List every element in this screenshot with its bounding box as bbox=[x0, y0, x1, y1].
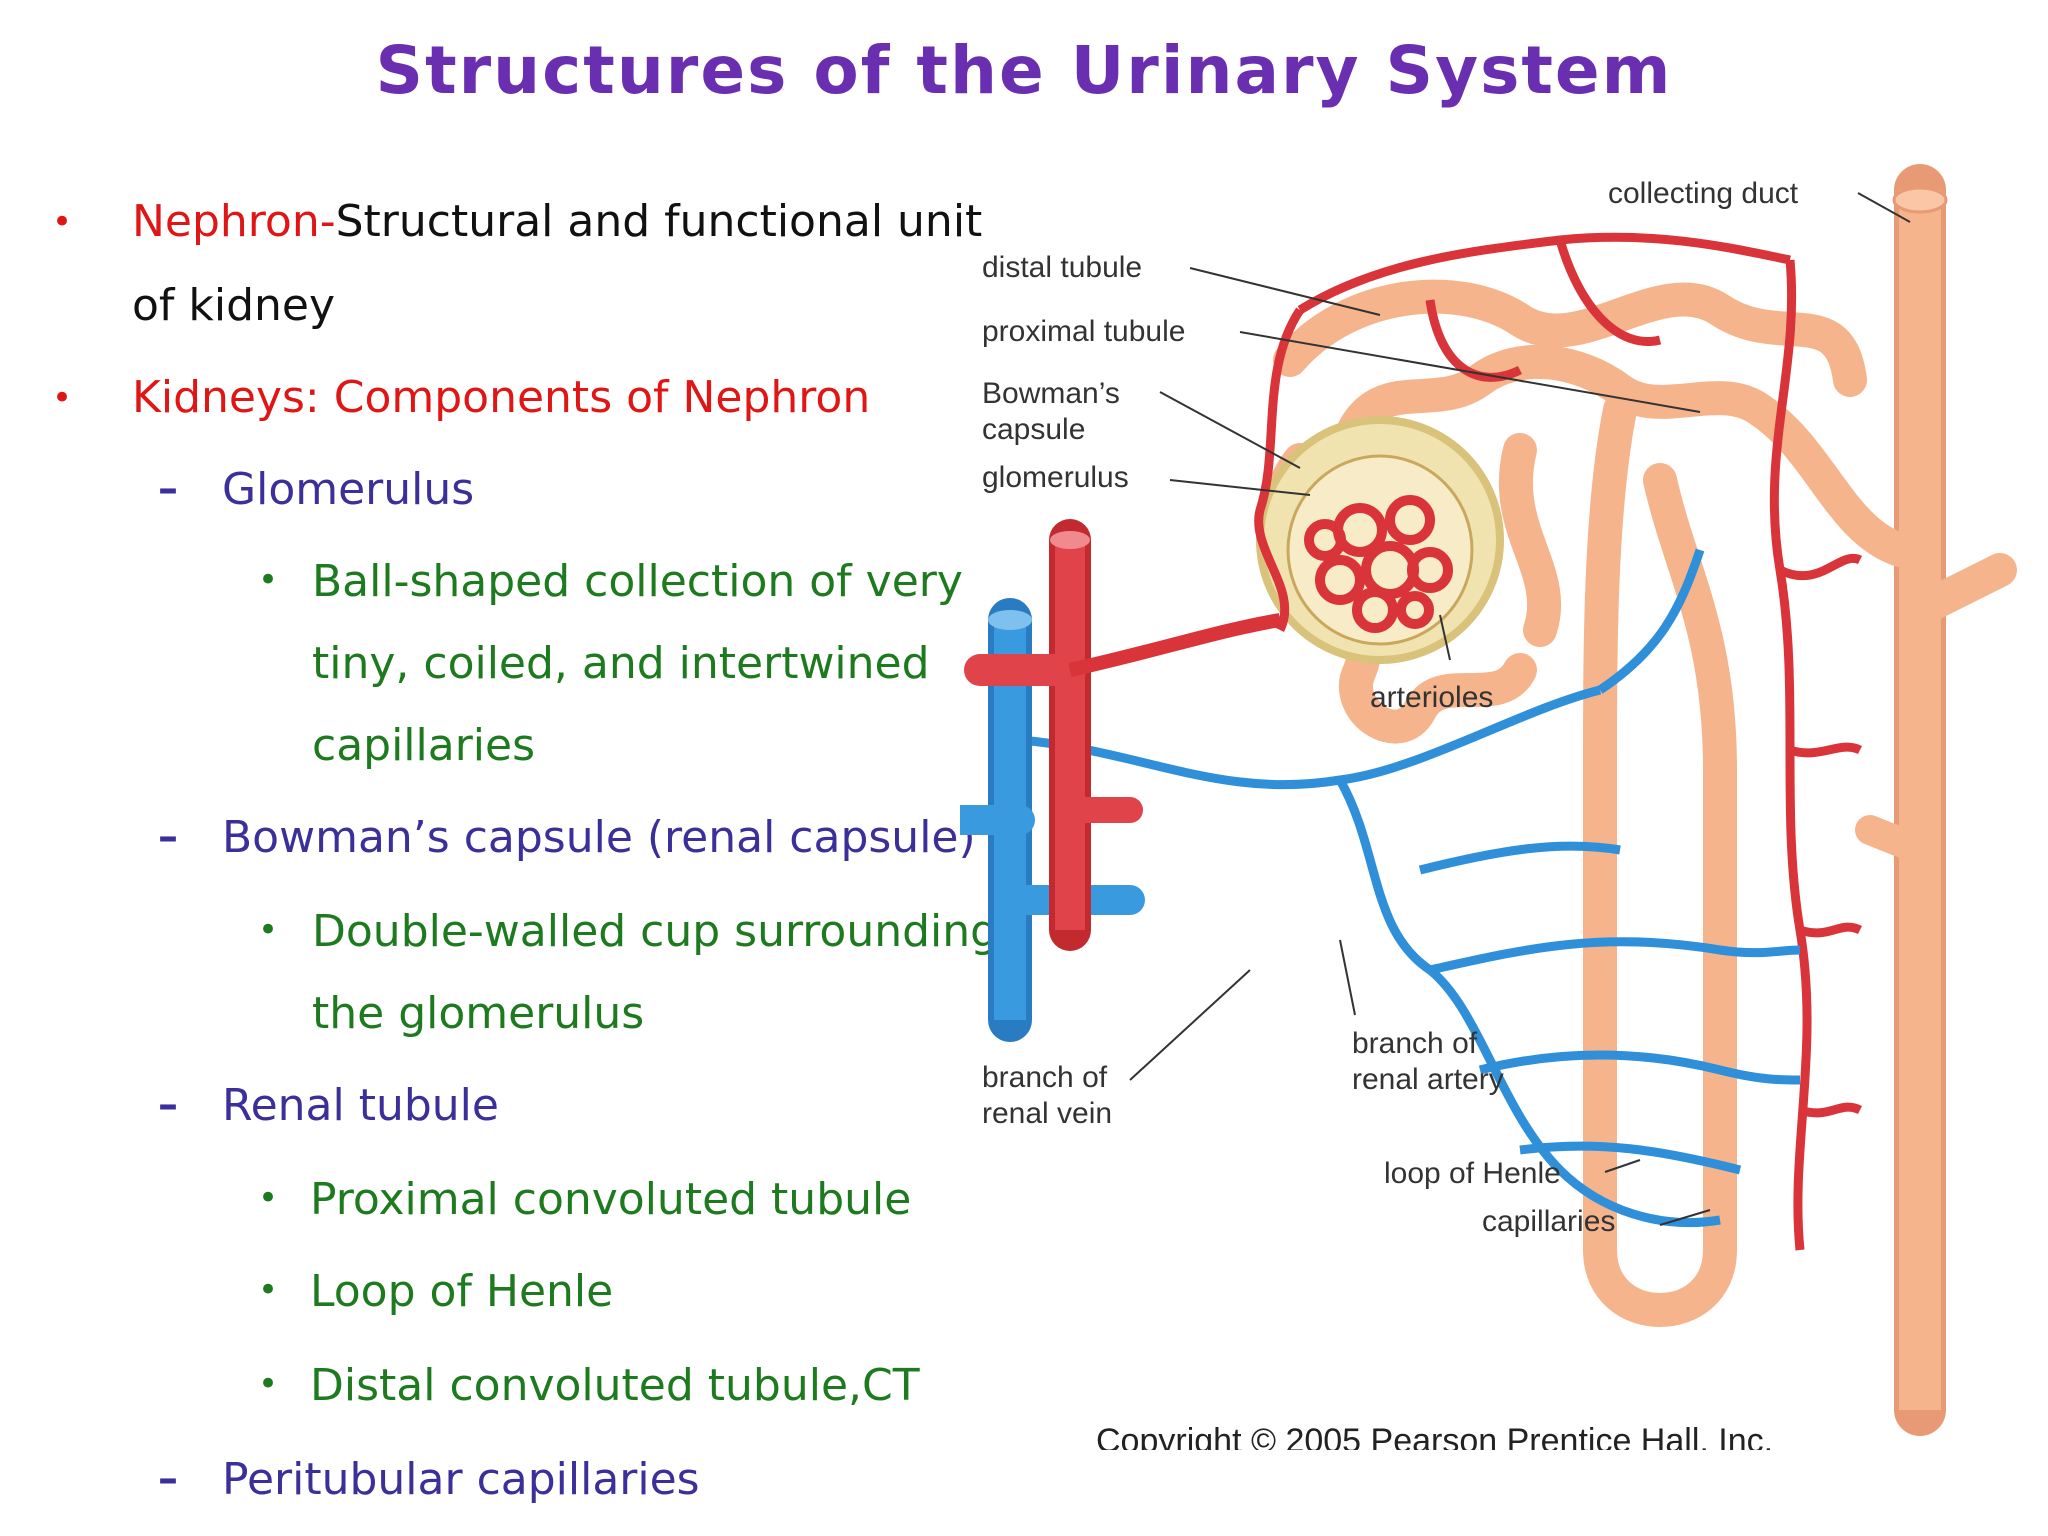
label-proximal-tubule: proximal tubule bbox=[982, 315, 1185, 348]
page-title: Structures of the Urinary System bbox=[375, 32, 1673, 109]
sub-bullet-marker: • bbox=[258, 1270, 279, 1310]
collecting-duct bbox=[1855, 164, 2017, 1436]
glomerulus-item: Glomerulus bbox=[222, 464, 475, 515]
tubule-part-distal: Distal convoluted tubule,CT bbox=[310, 1360, 920, 1411]
renal-vein-branch bbox=[960, 598, 1145, 1042]
renal-tubule-item: Renal tubule bbox=[222, 1080, 499, 1131]
sub-bullet-marker: • bbox=[258, 1178, 279, 1218]
label-arterioles: arterioles bbox=[1370, 681, 1493, 714]
tubule-part-proximal: Proximal convoluted tubule bbox=[310, 1174, 912, 1225]
label-capillaries: capillaries bbox=[1482, 1205, 1615, 1238]
dash-marker: – bbox=[158, 814, 178, 860]
nephron-definition-cont: of kidney bbox=[132, 280, 336, 331]
tubule-part-loop: Loop of Henle bbox=[310, 1266, 614, 1317]
glomerulus-desc-line2: tiny, coiled, and intertwined bbox=[312, 638, 930, 689]
label-distal-tubule: distal tubule bbox=[982, 251, 1142, 284]
bowman-desc-line1: Double-walled cup surrounding bbox=[312, 906, 999, 957]
bowman-item: Bowman’s capsule (renal capsule) bbox=[222, 812, 976, 863]
sub-bullet-marker: • bbox=[258, 1364, 279, 1404]
bowman-desc-line2: the glomerulus bbox=[312, 988, 645, 1039]
nephron-bullet: Nephron-Structural and functional unit bbox=[132, 200, 982, 244]
kidneys-bullet: Kidneys: Components of Nephron bbox=[132, 372, 871, 423]
glomerulus-capillaries bbox=[1304, 495, 1453, 633]
label-bowmans-line2: capsule bbox=[982, 413, 1085, 446]
bullet-marker: • bbox=[52, 378, 73, 418]
peritubular-venous-network bbox=[1019, 548, 1801, 1227]
sub-bullet-marker: • bbox=[258, 910, 279, 950]
bullet-marker: • bbox=[52, 202, 73, 242]
copyright-notice: Copyright © 2005 Pearson Prentice Hall, … bbox=[1096, 1422, 1773, 1450]
dash-marker: – bbox=[158, 1082, 178, 1128]
peritubular-arterial-network bbox=[1254, 232, 1863, 1251]
label-bowmans-line1: Bowman’s bbox=[982, 377, 1120, 410]
label-loop-of-henle: loop of Henle bbox=[1384, 1157, 1561, 1190]
label-renal-vein-line2: renal vein bbox=[982, 1097, 1112, 1130]
nephron-diagram: collecting duct distal tubule proximal t… bbox=[960, 164, 2017, 1450]
dash-marker: – bbox=[158, 1456, 178, 1502]
label-leader-lines bbox=[1129, 192, 1911, 1226]
label-renal-vein-line1: branch of bbox=[982, 1061, 1108, 1094]
renal-artery-branch bbox=[964, 519, 1282, 951]
dash-marker: – bbox=[158, 466, 178, 512]
label-renal-artery-line2: renal artery bbox=[1352, 1063, 1504, 1096]
glomerulus-desc-line1: Ball-shaped collection of very bbox=[312, 556, 963, 607]
nephron-term: Nephron- bbox=[132, 196, 336, 247]
glomerulus-desc-line3: capillaries bbox=[312, 720, 536, 771]
peritubular-item: Peritubular capillaries bbox=[222, 1454, 700, 1505]
label-renal-artery-line1: branch of bbox=[1352, 1027, 1478, 1060]
label-collecting-duct: collecting duct bbox=[1608, 177, 1799, 210]
nephron-definition: Structural and functional unit bbox=[335, 196, 983, 247]
sub-bullet-marker: • bbox=[258, 560, 279, 600]
label-glomerulus: glomerulus bbox=[982, 461, 1129, 494]
